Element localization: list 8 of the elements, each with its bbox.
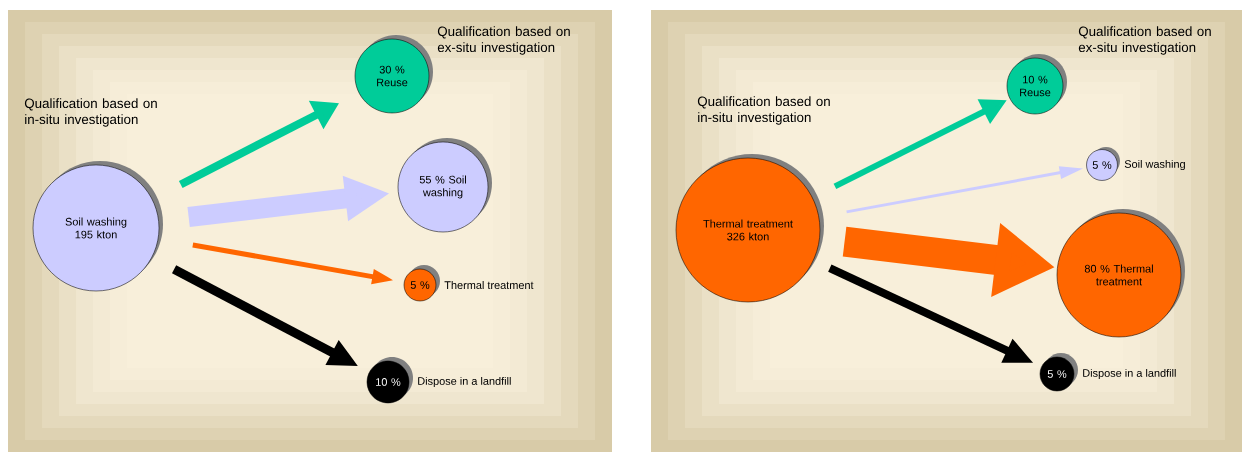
circle-caption: Soil washing: [1124, 159, 1185, 171]
heading-label: Qualification based on ex-situ investigation: [1078, 26, 1211, 55]
heading-label: Qualification based on in-situ investigation: [697, 96, 830, 125]
circle-caption: Dispose in a landfill: [1083, 368, 1176, 380]
circle-caption: Thermal treatment: [444, 281, 534, 289]
heading-label: Qualification based on ex-situ investigation: [437, 26, 570, 55]
heading-label: Qualification based on in-situ investigation: [24, 98, 157, 127]
circle-caption: Dispose in a landfill: [418, 376, 511, 388]
